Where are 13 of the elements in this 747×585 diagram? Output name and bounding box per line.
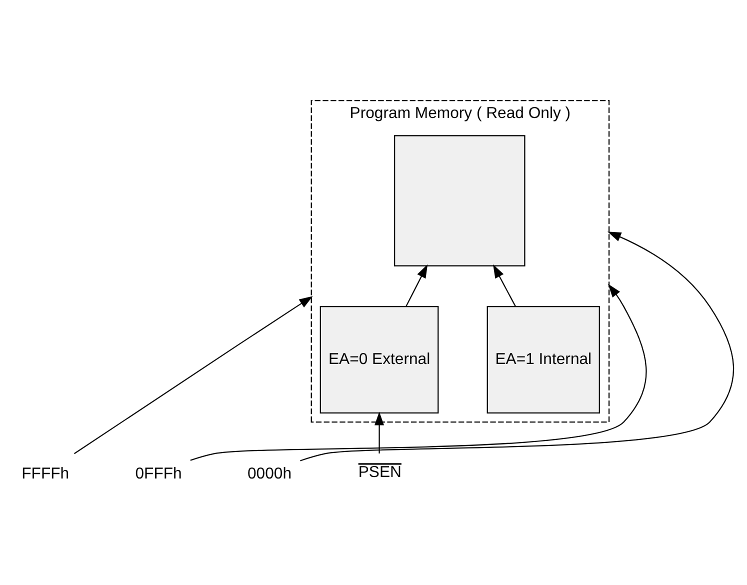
arrow xyxy=(300,231,734,461)
node-box xyxy=(394,134,526,266)
node-box: EA=1 Internal xyxy=(486,306,600,414)
arrow xyxy=(493,264,516,306)
arrow xyxy=(406,264,428,306)
node-box: EA=0 External xyxy=(320,306,439,414)
node-text: 0000h xyxy=(247,464,292,482)
node-text: FFFFh xyxy=(22,464,70,482)
arrow xyxy=(374,411,384,453)
node-text: PSEN xyxy=(358,464,402,481)
arrow xyxy=(190,283,647,460)
node-text: 0FFFh xyxy=(135,464,182,482)
arrow xyxy=(74,296,313,454)
